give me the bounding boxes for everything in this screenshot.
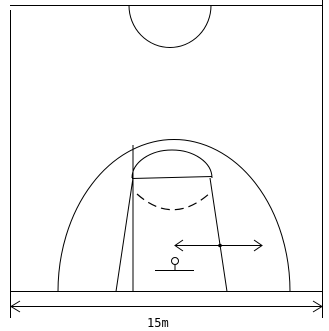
dimension-arrow-right (312, 300, 323, 313)
center-circle-arc (128, 5, 212, 48)
free-throw-line (131, 176, 213, 179)
basket-hoop (171, 257, 179, 265)
arrow-head-left (174, 239, 184, 252)
arrow-center-dot (218, 243, 222, 248)
free-throw-circle-dashed-arc (136, 192, 211, 211)
court-width-label: 15m (147, 316, 169, 330)
lane-left-line (115, 177, 134, 292)
free-throw-circle-solid-arc (131, 149, 213, 179)
dimension-arrow-left (10, 300, 21, 313)
arrow-head-right (253, 239, 263, 252)
lane-right-line (209, 177, 228, 292)
three-point-arc (57, 139, 291, 292)
